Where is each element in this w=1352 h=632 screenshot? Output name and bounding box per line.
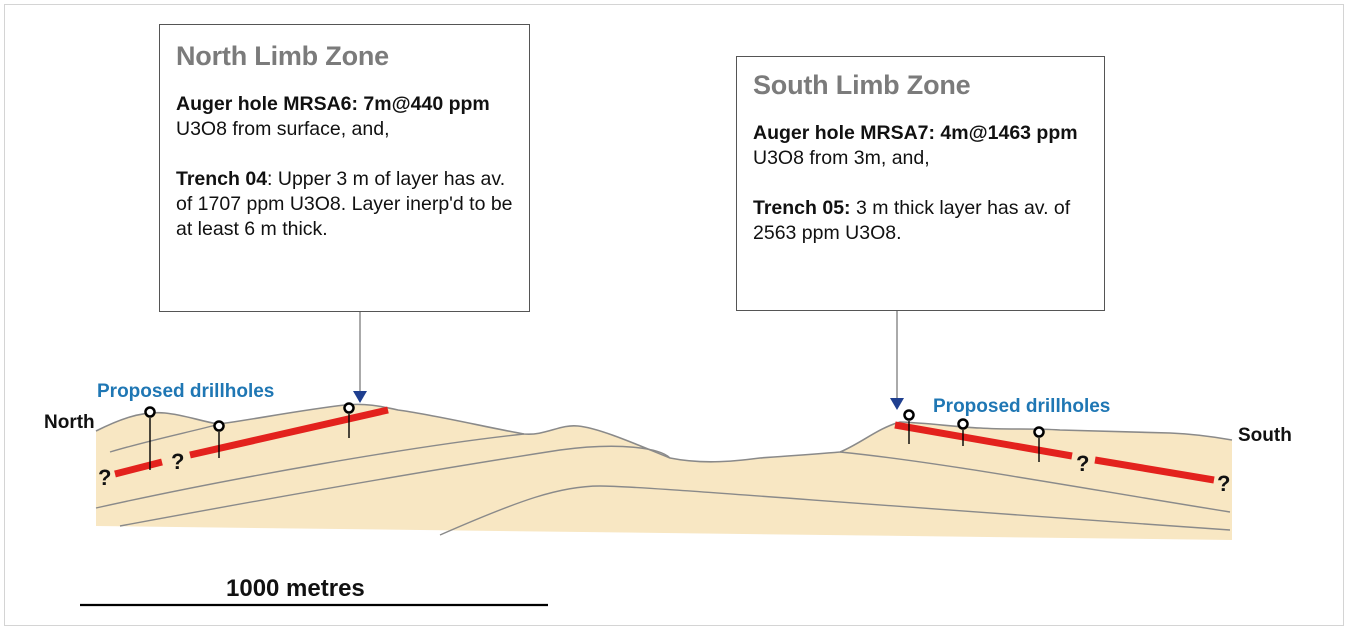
unknown-extent-marker: ? [1217, 471, 1231, 496]
drillhole-collar-icon [1033, 426, 1045, 438]
stratum-line-2 [95, 433, 525, 509]
drillhole-collar-icon [213, 420, 225, 432]
north-direction-label: North [44, 412, 95, 433]
south-auger-rest: U3O8 from 3m, and, [753, 147, 930, 169]
ground-fill [96, 404, 1232, 540]
north-trench-rest: : Upper 3 m of layer has av. of 1707 ppm… [176, 168, 513, 240]
unknown-extent-marker: ? [1076, 451, 1090, 476]
ore-layer-north-2 [189, 406, 389, 459]
north-callout-arrowhead-icon [353, 391, 367, 403]
north-trench-bold: Trench 04 [176, 168, 268, 190]
south-limb-callout: South Limb Zone Auger hole MRSA7: 4m@146… [736, 56, 1105, 311]
proposed-drillholes-north-label: Proposed drillholes [97, 381, 275, 402]
north-callout-title: North Limb Zone [176, 41, 389, 71]
unknown-extent-marker: ? [171, 449, 185, 474]
unknown-extent-marker: ? [98, 465, 112, 490]
north-limb-callout: North Limb Zone Auger hole MRSA6: 7m@440… [159, 24, 530, 312]
south-auger-bold: Auger hole MRSA7: 4m@1463 ppm [753, 122, 1078, 144]
north-auger-rest: U3O8 from surface, and, [176, 118, 390, 140]
drillhole-collar-icon [343, 402, 355, 414]
south-trench-rest: 3 m thick layer has av. of 2563 ppm U3O8… [753, 197, 1071, 244]
scale-bar-label: 1000 metres [226, 575, 365, 602]
north-auger-bold: Auger hole MRSA6: 7m@440 ppm [176, 93, 490, 115]
proposed-drillholes-south-label: Proposed drillholes [933, 396, 1111, 417]
drillhole-collar-icon [144, 406, 156, 418]
stratum-line-1 [109, 423, 221, 453]
south-callout-arrowhead-icon [890, 398, 904, 410]
south-trench-bold: Trench 05: [753, 197, 851, 219]
stratum-line-5 [839, 451, 1231, 513]
drillhole-collar-icon [903, 409, 915, 421]
ore-layer-north-1 [114, 458, 163, 478]
ore-layer-south-1 [894, 421, 1073, 460]
north-trench-text: Trench 04: Upper 3 m of layer has av. of… [176, 167, 513, 242]
south-trench-text: Trench 05: 3 m thick layer has av. of 25… [753, 196, 1088, 246]
stratum-line-4 [439, 485, 1231, 536]
figure-frame [4, 4, 1344, 626]
stratum-line-3 [119, 445, 671, 527]
south-direction-label: South [1238, 425, 1292, 446]
south-callout-title: South Limb Zone [753, 70, 971, 100]
drillhole-collar-icon [957, 418, 969, 430]
ore-layer-south-2 [1094, 456, 1215, 484]
south-auger-text: Auger hole MRSA7: 4m@1463 ppm U3O8 from … [753, 121, 1088, 171]
